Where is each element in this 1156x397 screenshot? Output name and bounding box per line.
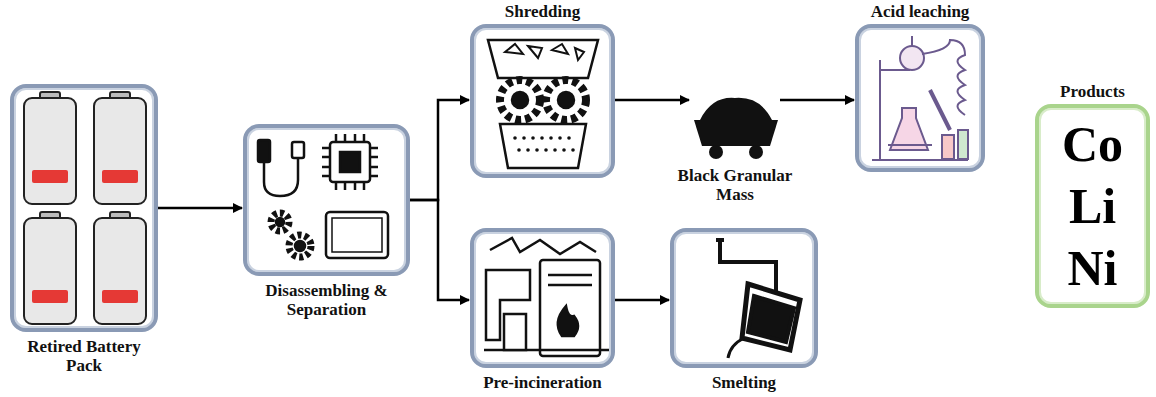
box-outline [470,24,615,178]
box-outline [243,124,410,276]
step-label: Acid leaching [845,2,995,21]
box-outline [10,84,158,332]
lab-glassware-icon [872,36,968,160]
flow-arrow [615,99,689,102]
ladle-icon [716,240,800,358]
flow-arrow [410,100,469,200]
box-outline [470,228,615,368]
disassembly-box: Disassembling & Separation [243,124,410,276]
shredding-box: Shredding [470,24,615,178]
element-symbol: Co [1062,113,1123,175]
flow-arrow [615,299,669,302]
step-label: Smelting [674,373,814,392]
flow-arrow [780,99,854,102]
acid-leaching-box: Acid leaching [855,24,985,172]
box-outline [670,228,818,368]
step-label: Retired Battery Pack [24,337,144,375]
step-label: Pre-incineration [463,373,623,392]
step-label: Products [1038,82,1148,101]
products-box: CoLiNiProducts [1035,104,1150,308]
box-outline: CoLiNi [1035,104,1150,308]
step-label: Black Granular Mass [665,166,805,204]
element-symbol: Li [1069,175,1116,237]
flow-arrow [410,200,469,300]
electronics-icons [258,134,388,258]
battery-cells [24,92,146,324]
pre-incineration-box: Pre-incineration [470,228,615,368]
furnace-icon [484,238,612,356]
black-mass-node: Black Granular Mass [690,95,780,161]
box-outline [690,95,780,161]
flow-arrow [158,207,242,210]
step-label: Shredding [468,2,618,21]
box-outline [855,24,985,172]
step-label: Disassembling & Separation [257,281,397,319]
element-symbol: Ni [1068,237,1118,299]
mine-cart-icon [694,98,778,159]
shred-particles [513,136,575,152]
battery-pack-box: Retired Battery Pack [10,84,158,332]
smelting-box: Smelting [670,228,818,368]
shredder-icon [488,40,598,168]
